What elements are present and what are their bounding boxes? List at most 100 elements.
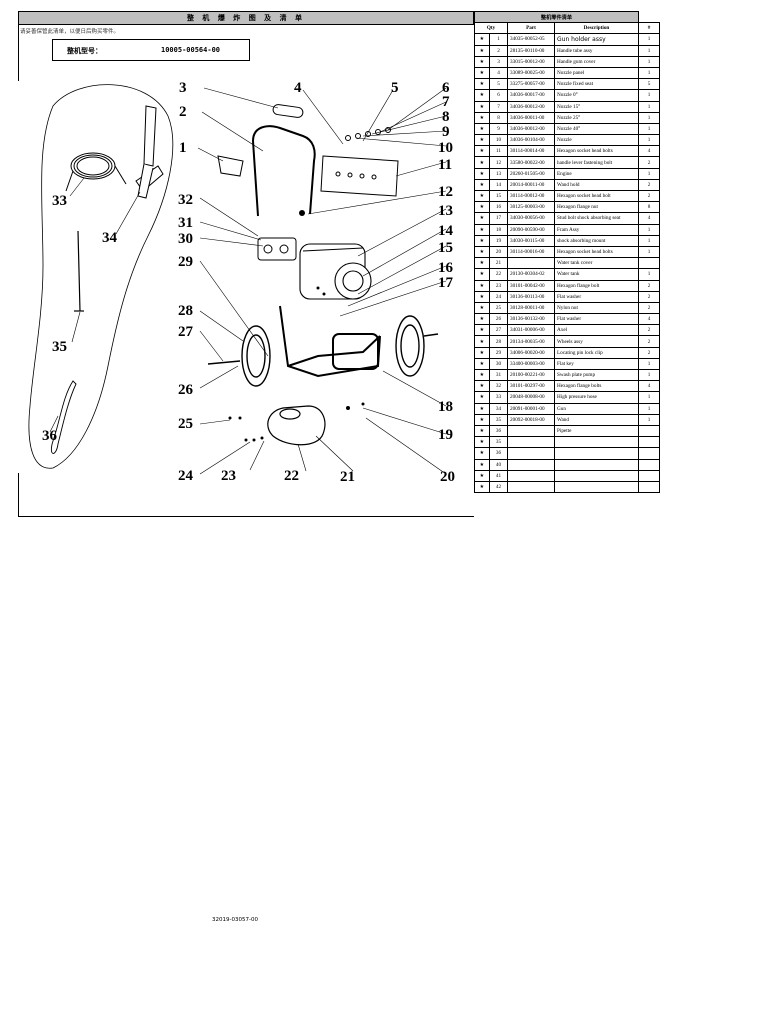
row-quantity: 1 bbox=[638, 33, 660, 46]
row-part-number bbox=[507, 469, 555, 482]
callout-1: 1 bbox=[179, 140, 187, 156]
row-description: Nozzle 40° bbox=[554, 122, 639, 136]
callout-2: 2 bbox=[179, 104, 187, 120]
callout-27: 27 bbox=[178, 324, 194, 340]
row-star: ★ bbox=[474, 268, 490, 281]
row-description: Flat washer bbox=[554, 290, 639, 303]
row-part-number: 34036-00012-00 bbox=[507, 100, 555, 113]
gun-holder-icon bbox=[217, 155, 244, 177]
callout-32: 32 bbox=[178, 192, 193, 208]
row-part-number: 33580-00022-00 bbox=[507, 156, 555, 169]
row-quantity: 2 bbox=[638, 156, 660, 169]
row-description: High pressure hose bbox=[554, 391, 639, 404]
row-star: ★ bbox=[474, 391, 490, 404]
row-part-number bbox=[507, 436, 555, 449]
row-description: Hexagon flange bolt bbox=[554, 279, 639, 292]
row-star: ★ bbox=[474, 78, 490, 91]
left-border-lower bbox=[18, 473, 19, 517]
row-index: 4 bbox=[489, 66, 508, 80]
row-quantity bbox=[638, 424, 660, 438]
model-box: 整机型号： 10005-00564-00 bbox=[52, 39, 250, 61]
row-quantity: 1 bbox=[638, 122, 660, 136]
row-part-number: 33400-00003-00 bbox=[507, 357, 555, 371]
row-star: ★ bbox=[474, 290, 490, 303]
row-quantity: 2 bbox=[638, 301, 660, 315]
callout-5: 5 bbox=[391, 80, 399, 96]
row-description: Hexagon flange bolts bbox=[554, 380, 639, 393]
row-quantity: 1 bbox=[638, 44, 660, 57]
row-description: Stud bolt shock absorbing seat bbox=[554, 212, 639, 225]
row-description bbox=[554, 447, 639, 460]
row-part-number: 20100-00221-00 bbox=[507, 368, 555, 382]
row-description: Gun bbox=[554, 402, 639, 415]
row-description: Wand bbox=[554, 413, 639, 426]
row-quantity: 4 bbox=[638, 145, 660, 158]
row-quantity: 1 bbox=[638, 66, 660, 80]
row-quantity bbox=[638, 480, 660, 494]
col-part: Part bbox=[507, 22, 555, 35]
callout-9: 9 bbox=[442, 124, 450, 140]
row-description: Handle tube assy bbox=[554, 44, 639, 57]
row-part-number: 30136-00113-00 bbox=[507, 290, 555, 303]
callout-14: 14 bbox=[438, 223, 454, 239]
pump-icon bbox=[257, 237, 297, 261]
row-star: ★ bbox=[474, 335, 490, 348]
row-index: 13 bbox=[489, 167, 508, 180]
model-value: 10005-00564-00 bbox=[161, 46, 221, 54]
row-index: 11 bbox=[489, 145, 508, 158]
row-description: Locating pin lock clip bbox=[554, 346, 639, 359]
table-row: ★36 bbox=[474, 447, 660, 460]
row-part-number: 30101-00042-00 bbox=[507, 279, 555, 292]
wheel-icon bbox=[207, 325, 271, 387]
row-index: 2 bbox=[489, 44, 508, 57]
row-index: 33 bbox=[489, 391, 508, 404]
row-part-number: 20091-00001-00 bbox=[507, 402, 555, 415]
callout-17: 17 bbox=[438, 275, 454, 291]
water-tank-icon bbox=[267, 405, 326, 446]
row-part-number: 30125-00003-00 bbox=[507, 201, 555, 214]
callout-15: 15 bbox=[438, 240, 453, 256]
row-part-number: 30114-00016-00 bbox=[507, 245, 555, 259]
row-description: Axel bbox=[554, 324, 639, 337]
row-part-number: 20092-00018-00 bbox=[507, 413, 555, 426]
row-quantity: 1 bbox=[638, 413, 660, 426]
row-quantity: 1 bbox=[638, 55, 660, 68]
row-star: ★ bbox=[474, 469, 490, 482]
row-index: 42 bbox=[489, 480, 508, 494]
row-star: ★ bbox=[474, 189, 490, 203]
row-description: Nozzle bbox=[554, 134, 639, 147]
row-quantity: 1 bbox=[638, 368, 660, 382]
parts-table-title: 整机零件清单 bbox=[474, 10, 639, 24]
row-part-number bbox=[507, 447, 555, 460]
row-index: 26 bbox=[489, 313, 508, 326]
callout-16: 16 bbox=[438, 260, 454, 276]
row-description: Hexagon socket head bolt bbox=[554, 189, 639, 203]
row-star: ★ bbox=[474, 33, 490, 46]
row-star: ★ bbox=[474, 223, 490, 236]
row-index: 31 bbox=[489, 368, 508, 382]
row-star: ★ bbox=[474, 357, 490, 371]
callout-13: 13 bbox=[438, 203, 453, 219]
row-part-number: 30136-00132-00 bbox=[507, 313, 555, 326]
row-index: 36 bbox=[489, 447, 508, 460]
row-part-number bbox=[507, 257, 555, 270]
row-part-number: 34030-00056-00 bbox=[507, 212, 555, 225]
row-index: 30 bbox=[489, 357, 508, 371]
row-part-number: 20130-00304-02 bbox=[507, 268, 555, 281]
row-quantity: 2 bbox=[638, 290, 660, 303]
row-part-number: 34036-00104-00 bbox=[507, 134, 555, 147]
